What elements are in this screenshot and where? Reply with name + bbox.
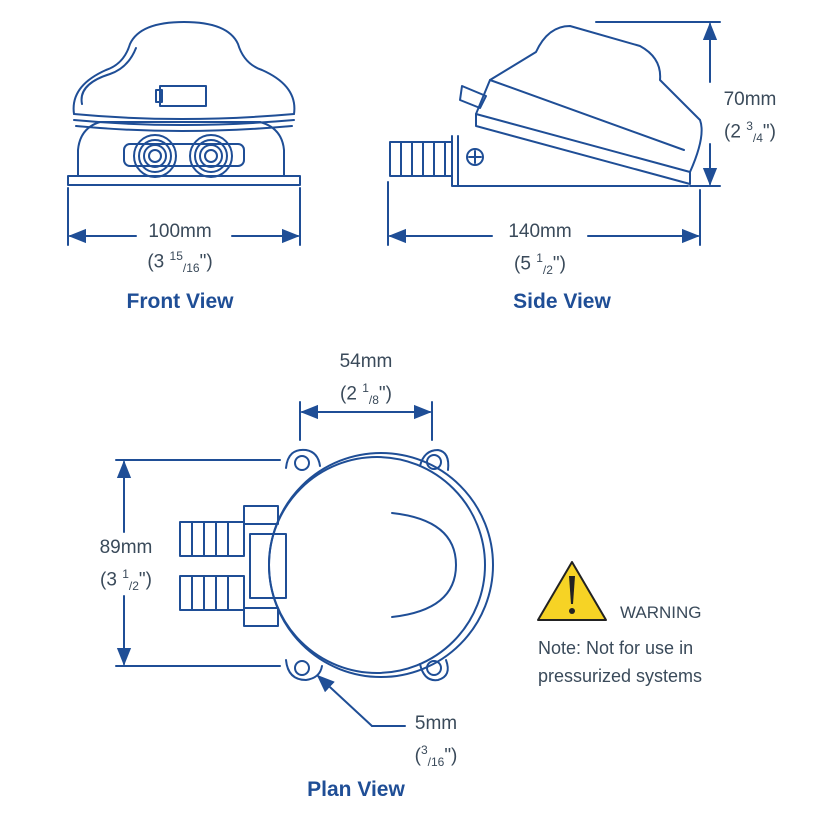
- plan-hole-in: (3/16"): [414, 743, 458, 770]
- plan-width-in: (2 1/8"): [340, 381, 392, 408]
- plan-height-in: (3 1/2"): [100, 567, 152, 594]
- warning-note-line2: pressurized systems: [538, 666, 703, 686]
- hole-leader-arrow: [316, 674, 373, 727]
- front-view-title: Front View: [126, 290, 234, 313]
- front-width-in: (3 15/16"): [147, 249, 213, 276]
- side-view-drawing: [387, 21, 721, 246]
- side-height-mm: 70mm: [723, 89, 777, 110]
- plan-width-mm: 54mm: [339, 351, 393, 372]
- warning-triangle-icon: [537, 561, 607, 621]
- front-view-drawing: [67, 21, 301, 246]
- plan-height-mm: 89mm: [99, 537, 153, 558]
- plan-view-title: Plan View: [307, 778, 405, 801]
- side-length-in: (5 1/2"): [514, 251, 566, 278]
- side-length-mm: 140mm: [508, 221, 572, 242]
- plan-view-drawing: [115, 401, 494, 727]
- warning-label: WARNING: [620, 603, 702, 622]
- side-view-title: Side View: [513, 290, 611, 313]
- front-width-mm: 100mm: [148, 221, 212, 242]
- warning-note-line1: Note: Not for use in: [538, 638, 694, 658]
- plan-hole-mm: 5mm: [414, 713, 458, 734]
- side-height-in: (2 3/4"): [724, 119, 776, 146]
